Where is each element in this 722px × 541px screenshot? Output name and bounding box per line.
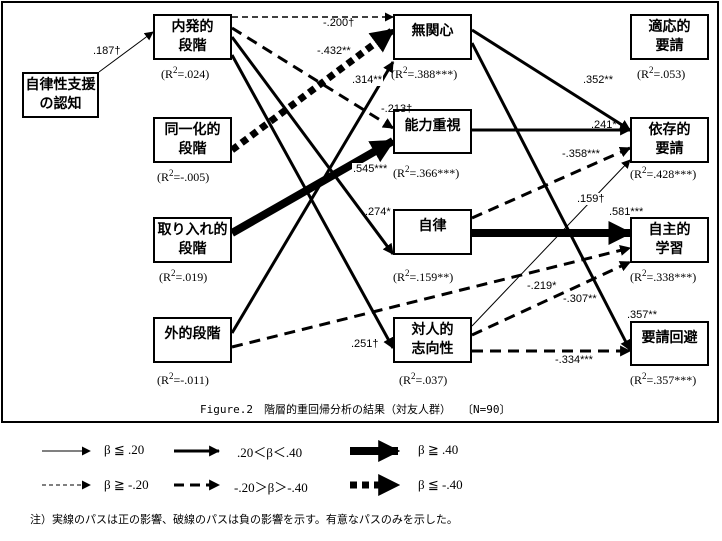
node-external: 外的段階	[153, 317, 232, 363]
r2-intrinsic: (R2=.024)	[161, 65, 210, 81]
node-indifference: 無関心	[393, 14, 472, 60]
node-dependent-request: 依存的 要請	[630, 117, 709, 163]
coef-label: -.213†	[381, 103, 413, 115]
legend-label: β ≦ -.40	[418, 477, 463, 492]
r2-indifference: (R2=.388***)	[391, 65, 458, 81]
node-adaptive-request: 適応的 要請	[630, 14, 709, 60]
r2-ability-emphasis: (R2=.366***)	[393, 164, 460, 180]
path-arrow-perceived-autonomy-support-to-intrinsic	[98, 31, 154, 73]
legend	[42, 440, 401, 496]
r2-autonomy: (R2=.159**)	[393, 268, 454, 284]
legend-label: -.20＞β＞-.40	[234, 480, 308, 495]
node-interpersonal-orientation: 対人的 志向性	[393, 317, 472, 363]
path-arrow-external-to-self-directed-learning	[231, 245, 632, 349]
path-arrow-intrinsic-to-interpersonal-orientation	[230, 54, 395, 349]
path-arrow-interpersonal-orientation-to-dependent-request	[471, 159, 631, 327]
legend-label: .20＜β＜.40	[237, 445, 303, 460]
node-identified: 同一化的 段階	[153, 117, 232, 163]
node-introjected: 取り入れ的 段階	[153, 217, 232, 263]
coef-label: .159†	[576, 193, 606, 205]
coef-label: -.219*	[527, 280, 557, 292]
r2-self-directed-learning: (R2=.338***)	[630, 268, 697, 284]
path-arrow-autonomy-to-dependent-request	[471, 146, 632, 220]
node-ability-emphasis: 能力重視	[393, 109, 472, 154]
path-arrow-indifference-to-request-avoidance	[470, 42, 632, 351]
coef-label: .251†	[351, 338, 379, 350]
legend-label: β ≧ .40	[418, 442, 459, 457]
path-arrow-external-to-indifference	[230, 61, 395, 334]
r2-interpersonal-orientation: (R2=.037)	[399, 371, 448, 387]
coef-label: .314**	[351, 74, 383, 86]
coef-label: .274*	[365, 206, 391, 218]
legend-label: β ≦ .20	[104, 442, 145, 457]
coef-label: .241*	[591, 119, 617, 131]
r2-introjected: (R2=.019)	[159, 268, 208, 284]
coef-label: .187†	[93, 45, 121, 57]
node-request-avoidance: 要請回避	[630, 321, 709, 366]
node-perceived-autonomy-support: 自律性支援 の認知	[22, 72, 99, 118]
coef-label: .581***	[609, 206, 644, 218]
path-arrow-identified-to-indifference	[229, 27, 396, 153]
node-self-directed-learning: 自主的 学習	[630, 217, 709, 263]
path-layer	[98, 12, 633, 357]
r2-identified: (R2=-.005)	[157, 168, 210, 184]
r2-dependent-request: (R2=.428***)	[630, 165, 697, 181]
coef-label: -.334***	[555, 354, 593, 366]
node-intrinsic: 内発的 段階	[153, 14, 232, 60]
legend-label: β ≧ -.20	[104, 477, 149, 492]
r2-external: (R2=-.011)	[157, 371, 209, 387]
path-arrow-intrinsic-to-autonomy	[230, 36, 395, 255]
node-autonomy: 自律	[393, 209, 472, 255]
coef-label: -.432**	[317, 45, 351, 57]
path-arrow-indifference-to-dependent-request	[471, 28, 631, 132]
coef-label: -.200†	[323, 17, 355, 29]
coef-label: -.358***	[562, 148, 600, 160]
path-arrow-intrinsic-to-ability-emphasis	[231, 26, 394, 130]
r2-request-avoidance: (R2=.357***)	[630, 371, 697, 387]
footnote: 注）実線のパスは正の影響、破線のパスは負の影響を示す。有意なパスのみを示した。	[30, 513, 458, 526]
r2-adaptive-request: (R2=.053)	[637, 65, 686, 81]
path-arrow-interpersonal-orientation-to-self-directed-learning	[471, 260, 631, 337]
coef-label: .357**	[627, 309, 657, 321]
path-arrow-introjected-to-ability-emphasis	[230, 137, 396, 237]
coef-label: .545***	[352, 163, 389, 175]
coef-label: .352**	[583, 74, 613, 86]
coef-label: -.307**	[563, 293, 597, 305]
figure-caption: Figure.2 階層的重回帰分析の結果（対友人群） 〔N=90〕	[200, 403, 511, 416]
